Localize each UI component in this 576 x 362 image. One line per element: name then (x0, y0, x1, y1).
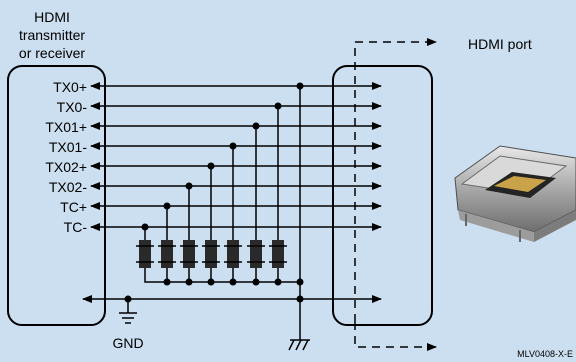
esd-diode (202, 240, 220, 268)
hdmi-port-label: HDMI port (468, 36, 532, 52)
esd-diode (247, 240, 265, 268)
transmitter-label-line2: transmitter (19, 27, 85, 43)
chassis-ground-symbol (288, 339, 310, 351)
gnd-label: GND (112, 335, 143, 351)
gnd-symbol (119, 312, 137, 324)
esd-diode (180, 240, 198, 268)
junction-dots (124, 82, 304, 303)
connector-block (332, 65, 433, 326)
transmitter-block (7, 65, 106, 326)
esd-diodes (136, 240, 287, 268)
esd-diode (158, 240, 176, 268)
transmitter-label-line3: or receiver (19, 45, 85, 61)
pin-label-tc-plus: TC+ (60, 199, 87, 215)
pin-label-tx0-plus: TX0+ (53, 79, 87, 95)
pin-labels: TX0+ TX0- TX01+ TX01- TX02+ TX02- TC+ TC… (45, 79, 87, 235)
signal-lines (82, 82, 382, 303)
pin-label-tx01-plus: TX01+ (45, 119, 87, 135)
pin-label-tx02-plus: TX02+ (45, 159, 87, 175)
transmitter-label-line1: HDMI (34, 9, 70, 25)
pin-label-tx02-minus: TX02- (49, 179, 87, 195)
pin-label-tx0-minus: TX0- (57, 99, 88, 115)
reference-code: MLV0408-X-E (517, 349, 573, 359)
port-dashed-line (354, 38, 437, 351)
esd-diode (269, 240, 287, 268)
pin-label-tc-minus: TC- (64, 219, 88, 235)
hdmi-connector-image (454, 145, 576, 242)
esd-diode (136, 240, 154, 268)
esd-diode (224, 240, 242, 268)
pin-label-tx01-minus: TX01- (49, 139, 87, 155)
transmitter-label: HDMI transmitter or receiver (19, 9, 85, 61)
diode-taps (127, 86, 301, 340)
